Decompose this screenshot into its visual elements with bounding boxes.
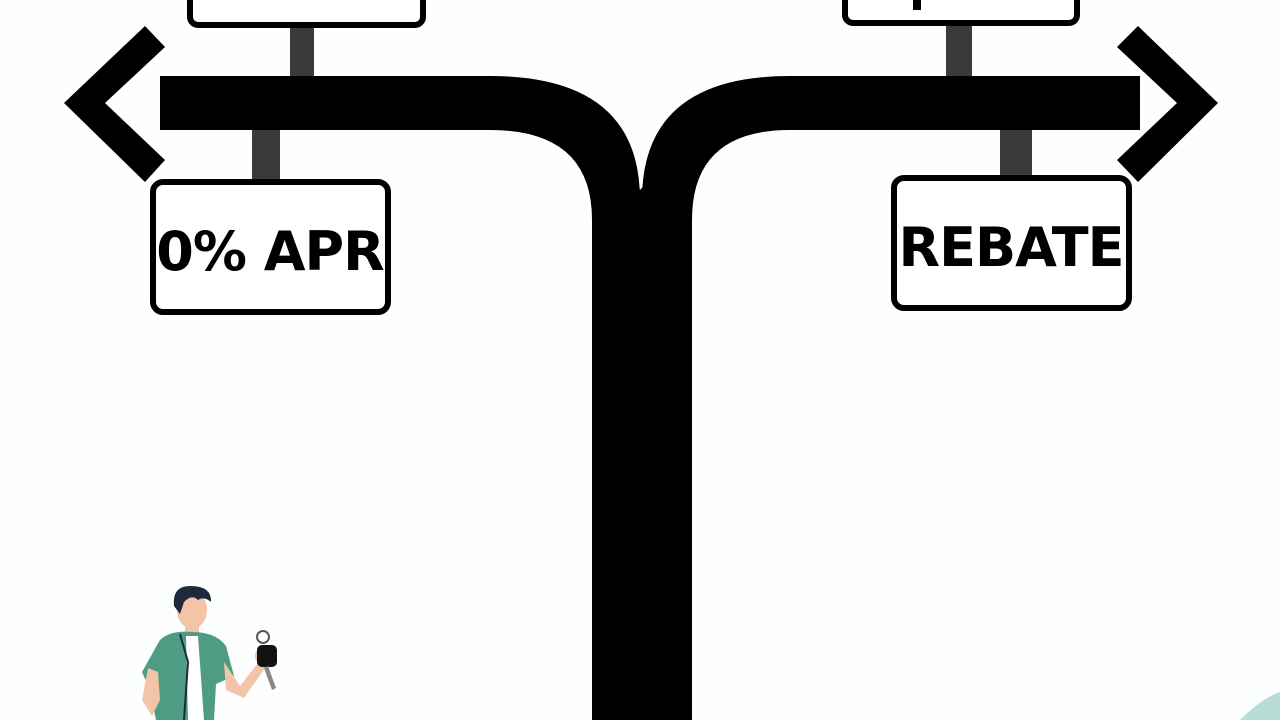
person-holding-key-illustration — [142, 586, 277, 720]
fork-road — [160, 76, 1140, 720]
top-right-partial-sign — [842, 0, 1080, 80]
car-key-icon — [256, 630, 277, 690]
left-sign: 0% APR — [150, 179, 391, 315]
right-sign: REBATE — [891, 175, 1132, 311]
right-arrow-head — [1117, 26, 1218, 182]
right-sign-post — [1000, 126, 1032, 180]
top-left-partial-sign — [187, 0, 426, 80]
left-arrow-head — [64, 26, 165, 182]
left-sign-label: 0% APR — [156, 220, 384, 283]
right-sign-label: REBATE — [899, 216, 1124, 279]
left-sign-post — [252, 128, 280, 184]
corner-accent-shape — [1240, 692, 1280, 720]
